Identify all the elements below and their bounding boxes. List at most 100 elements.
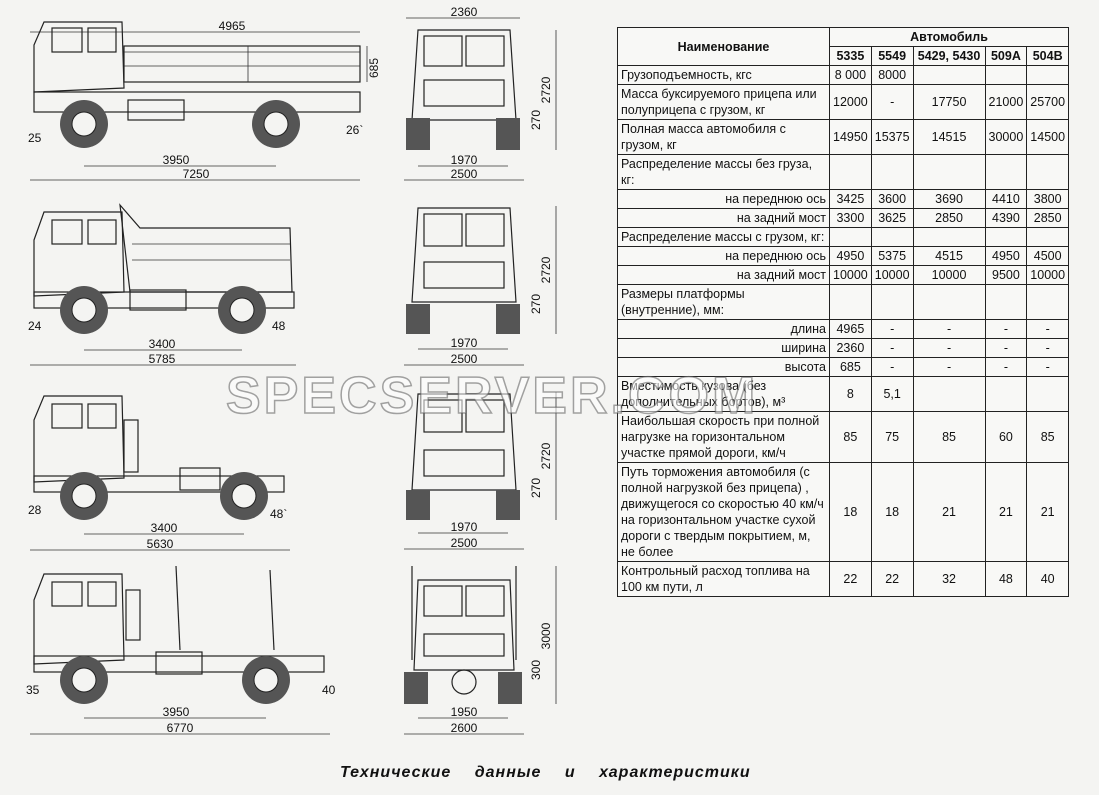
dim-platform-length: 4965: [219, 19, 246, 33]
row-value: [912, 154, 986, 190]
table-row: Масса буксируемого прицепа или полуприце…: [617, 84, 1070, 120]
row-value: 21000: [984, 84, 1028, 120]
row-value: 5375: [870, 246, 914, 266]
row-value: [829, 227, 872, 247]
row-label: высота: [617, 357, 830, 377]
row-value: 3800: [1026, 189, 1070, 209]
angle-rear-2: 48: [272, 319, 286, 333]
dim-track-1: 1970: [451, 153, 478, 167]
header-name: Наименование: [617, 27, 830, 66]
row-value: -: [1026, 338, 1070, 358]
row-value: [870, 154, 914, 190]
row-label: Масса буксируемого прицепа или полуприце…: [617, 84, 830, 120]
front-view-1: 2360 2720 270 1970 2500: [404, 5, 557, 181]
row-value: [1026, 154, 1070, 190]
row-value: [912, 65, 986, 85]
side-view-timber: 35 40 3950 6770: [26, 565, 336, 735]
page-caption: Технические данные и характеристики: [340, 764, 751, 781]
row-value: [912, 284, 986, 320]
row-label: на переднюю ось: [617, 246, 830, 266]
row-value: 10000: [870, 265, 914, 285]
row-label: Контрольный расход топлива на 100 км пут…: [617, 561, 830, 597]
row-value: 4410: [984, 189, 1028, 209]
row-value: 10000: [1026, 265, 1070, 285]
row-label: Полная масса автомобиля с грузом, кг: [617, 119, 830, 155]
row-value: 2360: [829, 338, 872, 358]
table-row: Вместимость кузова (без дополнительных б…: [617, 376, 1070, 412]
model-header: 5549: [870, 46, 914, 66]
dim-height-3: 2720: [539, 442, 553, 469]
row-value: 14515: [912, 119, 986, 155]
row-value: 75: [870, 411, 914, 463]
dim-wheelbase-1: 3950: [163, 153, 190, 167]
row-value: -: [870, 338, 914, 358]
row-value: 30000: [984, 119, 1028, 155]
row-value: 14500: [1026, 119, 1070, 155]
row-value: [829, 284, 872, 320]
table-row: Распределение массы с грузом, кг:: [617, 227, 1070, 247]
row-value: -: [912, 338, 986, 358]
row-label: Грузоподъемность, кгс: [617, 65, 830, 85]
row-value: [984, 65, 1028, 85]
row-value: 14950: [829, 119, 872, 155]
row-label: Размеры платформы (внутренние), мм:: [617, 284, 830, 320]
table-row: Контрольный расход топлива на 100 км пут…: [617, 561, 1070, 597]
row-value: -: [984, 338, 1028, 358]
dim-track-3: 1970: [451, 520, 478, 534]
row-value: [984, 154, 1028, 190]
angle-front-1: 25: [28, 131, 42, 145]
row-label: ширина: [617, 338, 830, 358]
row-label: Распределение массы без груза, кг:: [617, 154, 830, 190]
row-value: -: [870, 319, 914, 339]
table-row: Путь торможения автомобиля (с полной наг…: [617, 462, 1070, 562]
row-value: [1026, 65, 1070, 85]
dim-width-1: 2500: [451, 167, 478, 181]
row-value: 10000: [829, 265, 872, 285]
dim-wheelbase-3: 3400: [151, 521, 178, 535]
row-value: -: [1026, 319, 1070, 339]
row-value: 60: [984, 411, 1028, 463]
table-header-row: Наименование Автомобиль: [617, 27, 1070, 66]
row-value: -: [1026, 357, 1070, 377]
row-value: 48: [984, 561, 1028, 597]
dim-wheelbase-2: 3400: [149, 337, 176, 351]
row-value: 85: [1026, 411, 1070, 463]
dim-total-length-1: 7250: [183, 167, 210, 181]
spec-table: Наименование Автомобиль 5335 5549 5429, …: [617, 27, 1070, 597]
front-view-3: 2720 270 1970 2500: [404, 392, 557, 550]
side-view-dump: 24 48 3400 5785: [28, 203, 296, 366]
row-label: на переднюю ось: [617, 189, 830, 209]
row-value: 25700: [1026, 84, 1070, 120]
row-value: 9500: [984, 265, 1028, 285]
row-value: [984, 227, 1028, 247]
row-label: Вместимость кузова (без дополнительных б…: [617, 376, 830, 412]
angle-front-3: 28: [28, 503, 42, 517]
dim-clearance-2: 270: [529, 294, 543, 314]
row-value: 85: [912, 411, 986, 463]
row-value: [912, 376, 986, 412]
row-value: 3690: [912, 189, 986, 209]
row-value: [1026, 227, 1070, 247]
dim-height-1: 2720: [539, 76, 553, 103]
row-value: 8 000: [829, 65, 872, 85]
row-value: -: [870, 84, 914, 120]
dim-clearance-1: 270: [529, 110, 543, 130]
dim-height-4: 3000: [539, 622, 553, 649]
row-value: -: [912, 357, 986, 377]
dim-width-2: 2500: [451, 352, 478, 366]
row-value: 2850: [912, 208, 986, 228]
angle-rear-3: 48`: [270, 507, 287, 521]
dim-wheelbase-4: 3950: [163, 705, 190, 719]
row-label: на задний мост: [617, 208, 830, 228]
row-value: 4515: [912, 246, 986, 266]
row-value: 5,1: [870, 376, 914, 412]
row-value: [984, 376, 1028, 412]
dim-clearance-3: 270: [529, 478, 543, 498]
row-value: -: [984, 319, 1028, 339]
